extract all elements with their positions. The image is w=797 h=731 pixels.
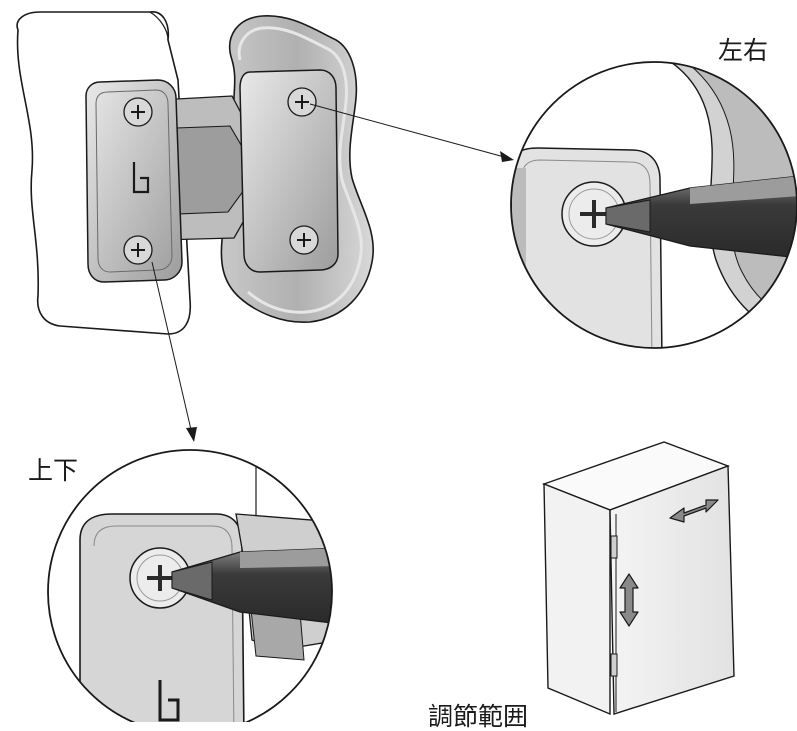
plate-logo-mark [132,162,150,194]
screwdriver-icon [171,547,332,625]
phillips-screw-icon [129,547,191,609]
phillips-screw-icon [123,97,153,127]
hinge-cup-plate [239,69,339,273]
detail-circle-left-right [510,61,797,349]
phillips-screw-icon [289,225,319,255]
screwdriver-icon [605,175,797,259]
leader-line-left-right [309,103,509,159]
double-arrow-horizontal-icon [669,499,719,523]
leader-arrowhead [186,427,197,442]
phillips-screw-icon [561,181,627,247]
label-up-down: 上下 [28,456,79,485]
phillips-screw-icon [123,235,153,265]
cabinet-adjustment-icon [541,441,735,716]
label-left-right: 左右 [718,36,769,65]
door-edge-highlight [237,26,363,314]
leader-line-up-down [151,261,193,435]
hinge-assembly [16,11,374,335]
label-adjustment-range: 調節範囲 [428,702,529,731]
detail-circle-up-down [47,449,333,722]
cabinet-left-side [543,482,611,716]
leader-lines [151,103,514,442]
panel-front-edge [149,11,169,41]
double-arrow-vertical-icon [619,573,639,627]
phillips-screw-icon [287,87,317,117]
hinge-arm-detail [175,125,245,215]
mounting-plate-inner [95,89,173,273]
leader-arrowhead [500,151,514,162]
cabinet-front-door [609,465,735,715]
